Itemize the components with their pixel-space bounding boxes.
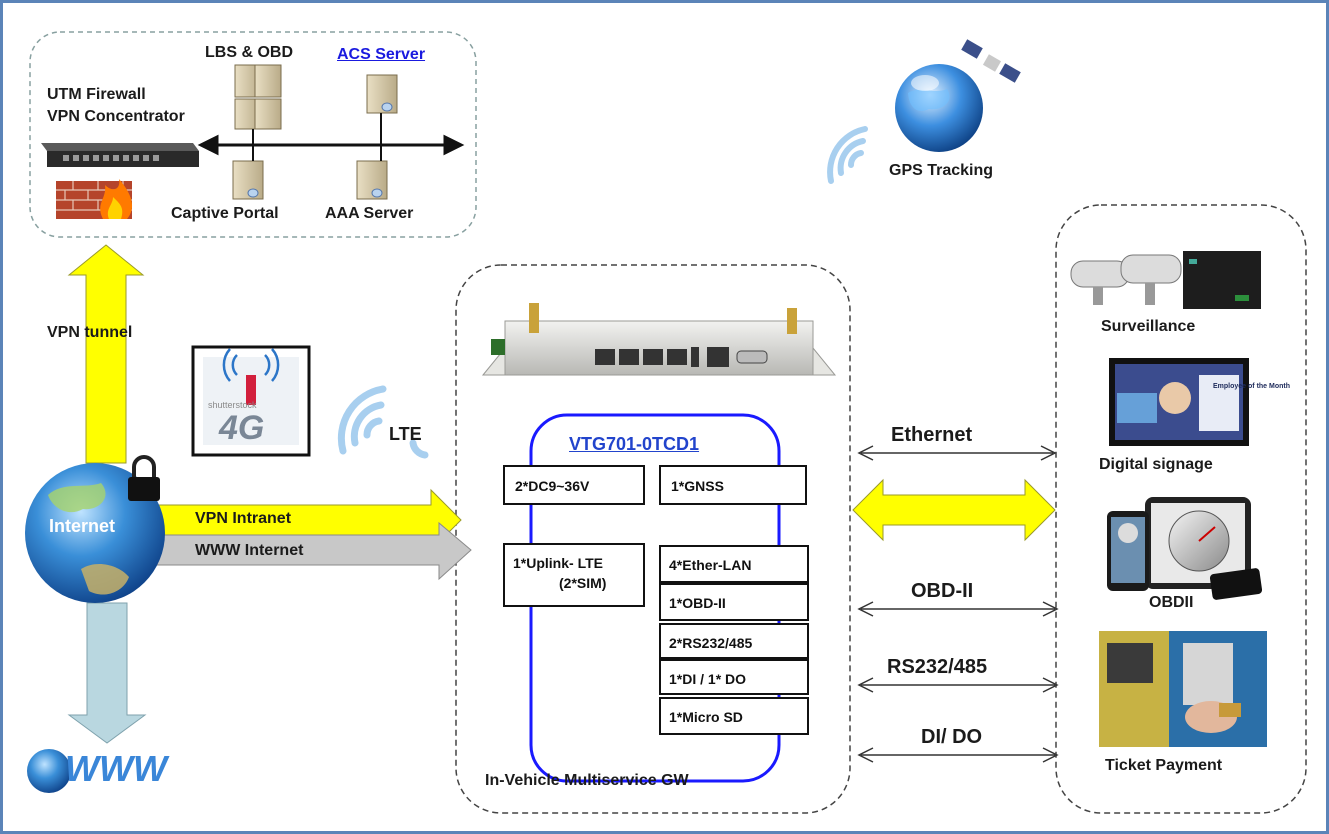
digital-signage-label: Digital signage <box>1099 456 1213 473</box>
www-down-arrow <box>67 602 147 744</box>
gps-tracking-label: GPS Tracking <box>889 162 994 179</box>
rs232-port-box: 2*RS232/485 <box>659 623 809 659</box>
ticket-payment-image <box>1099 631 1267 747</box>
gps-globe-icon <box>895 64 983 152</box>
lte-signal-icon <box>337 385 429 459</box>
ethernet-bus-arrow <box>852 478 1056 542</box>
surveillance-camera-icon <box>1070 254 1182 305</box>
diagram-canvas <box>25 31 1307 814</box>
stock-watermark: shutterstock <box>208 400 257 410</box>
lte-label: LTE <box>389 424 422 444</box>
uplink-sim-label: (2*SIM) <box>559 575 607 591</box>
padlock-icon <box>128 455 160 501</box>
dido-label: DI/ DO <box>921 726 983 748</box>
obdii-devices-image <box>1107 497 1263 600</box>
rs232-label: RS232/485 <box>887 656 988 678</box>
gnss-box: 1*GNSS <box>659 465 807 505</box>
microsd-port-box: 1*Micro SD <box>659 697 809 735</box>
captive-portal-label: Captive Portal <box>171 205 279 222</box>
lte-4g-image <box>191 345 311 457</box>
aaa-server-label: AAA Server <box>325 205 414 222</box>
digital-signage-image <box>1109 358 1249 446</box>
acs-server-link[interactable]: ACS Server <box>337 46 426 63</box>
ticket-payment-label: Ticket Payment <box>1105 757 1223 774</box>
signage-heading: Employee of the Month <box>1213 383 1290 390</box>
obd2-label: OBD-II <box>911 580 974 602</box>
www-logo-text: WWW <box>65 748 167 789</box>
gateway-region <box>455 264 851 814</box>
dido-port-box: 1*DI / 1* DO <box>659 659 809 695</box>
lte-badge-text: 4G <box>219 409 265 447</box>
obdii-label: OBDII <box>1149 594 1194 611</box>
uplink-box: 1*Uplink- LTE (2*SIM) <box>503 543 645 607</box>
rs232-port-label: 2*RS232/485 <box>669 635 753 651</box>
satellite-icon <box>961 39 1021 83</box>
microsd-port-label: 1*Micro SD <box>669 709 743 725</box>
captive-portal-server-icon <box>232 160 264 200</box>
dido-port-label: 1*DI / 1* DO <box>669 671 747 687</box>
www-internet-arrow <box>152 521 472 581</box>
nvr-box-icon <box>1183 251 1261 309</box>
power-input-box: 2*DC9~36V <box>503 465 645 505</box>
uplink-label: 1*Uplink- LTE <box>513 555 603 571</box>
server-lan-arrow <box>197 113 465 161</box>
devices-region <box>1055 204 1307 814</box>
obd2-port-label: 1*OBD-II <box>669 595 726 611</box>
dido-arrow <box>857 747 1059 763</box>
firewall-appliance-icon <box>41 143 199 167</box>
lbs-obd-server-icon <box>234 64 282 130</box>
vpn-concentrator-label: VPN Concentrator <box>47 108 185 125</box>
www-internet-label: WWW Internet <box>195 542 304 559</box>
surveillance-label: Surveillance <box>1101 318 1196 335</box>
obd2-arrow <box>857 601 1059 617</box>
firewall-brick-icon <box>56 179 133 219</box>
lbs-obd-label: LBS & OBD <box>205 44 293 61</box>
gateway-model-title: VTG701-0TCD1 <box>569 434 700 454</box>
aaa-server-icon <box>356 160 388 200</box>
internet-label: Internet <box>49 516 116 536</box>
ether-lan-box: 4*Ether-LAN <box>659 545 809 583</box>
obd2-port-box: 1*OBD-II <box>659 583 809 621</box>
rs232-arrow <box>857 677 1059 693</box>
vpn-tunnel-label: VPN tunnel <box>47 324 133 341</box>
ethernet-arrow <box>857 445 1057 461</box>
vpn-tunnel-arrow <box>67 244 145 464</box>
ethernet-label: Ethernet <box>891 424 973 446</box>
www-logo-icon <box>27 749 71 793</box>
vpn-intranet-label: VPN Intranet <box>195 510 292 527</box>
gateway-device-image <box>481 303 837 376</box>
ether-lan-label: 4*Ether-LAN <box>669 557 752 573</box>
acs-server-icon <box>366 74 398 114</box>
gateway-caption: In-Vehicle Multiservice GW <box>485 772 689 789</box>
gps-signal-icon <box>827 126 868 184</box>
power-input-label: 2*DC9~36V <box>515 478 590 494</box>
gnss-label: 1*GNSS <box>671 478 724 494</box>
utm-firewall-label: UTM Firewall <box>47 86 146 103</box>
